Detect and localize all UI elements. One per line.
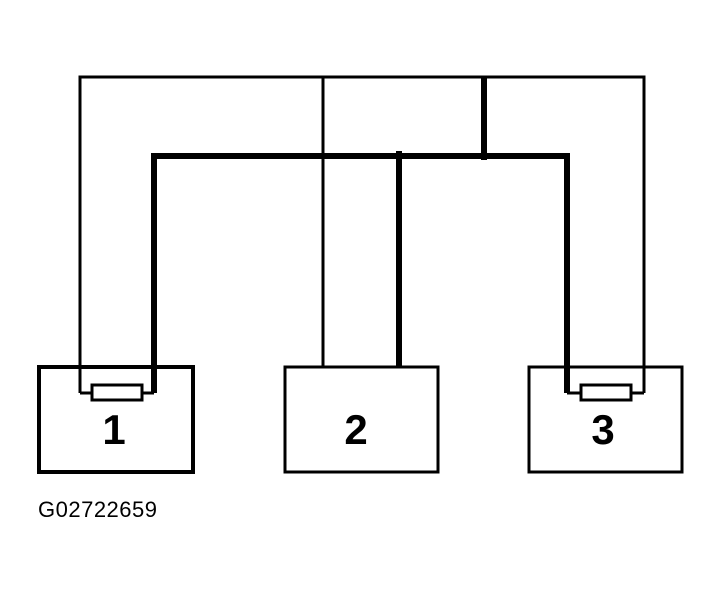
component-2-label: 2 <box>344 406 367 453</box>
figure-id-caption: G02722659 <box>38 497 158 522</box>
component-1-label: 1 <box>102 406 125 453</box>
component-2: 2 <box>283 365 440 474</box>
inner-wire <box>151 153 570 393</box>
outer-wire <box>78 75 646 393</box>
component-3-label: 3 <box>591 406 614 453</box>
component-3: 3 <box>527 365 684 474</box>
resistor-1 <box>90 383 144 402</box>
component-2-box <box>283 365 440 474</box>
component-1: 1 <box>37 365 195 474</box>
resistor-3 <box>579 383 633 402</box>
